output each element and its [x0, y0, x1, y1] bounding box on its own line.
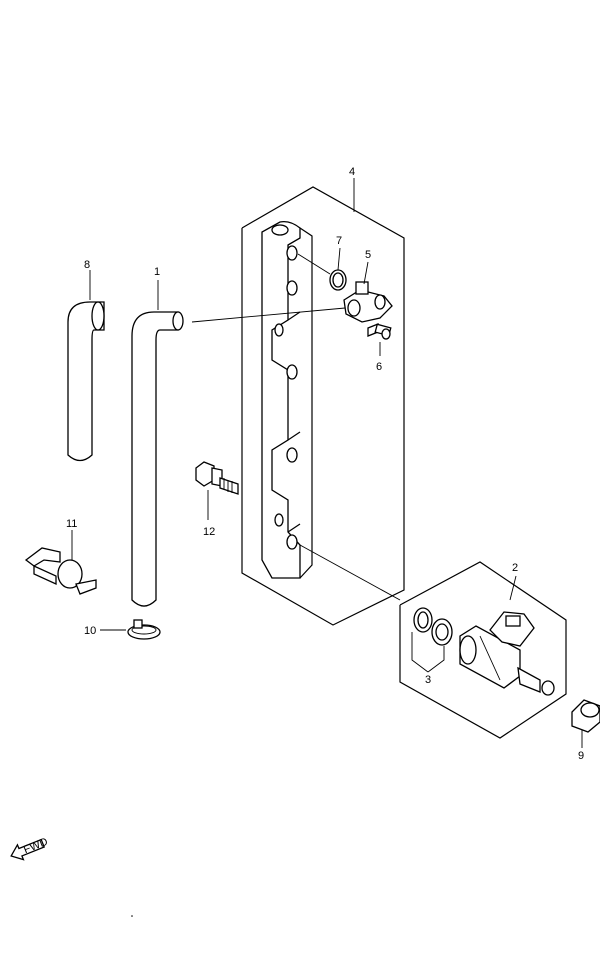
seal-3 — [411, 607, 453, 673]
hose-1 — [131, 280, 184, 607]
fuel-rail — [261, 220, 313, 579]
bolt-12 — [195, 461, 239, 520]
assembly-frame-4 — [241, 186, 405, 626]
fwd-arrow-icon: FWD — [10, 836, 50, 861]
clip-11 — [24, 530, 97, 595]
callout-10: 10 — [84, 625, 96, 637]
callout-12: 12 — [203, 526, 215, 538]
assembly-frame-2 — [399, 561, 567, 739]
callout-3: 3 — [425, 674, 431, 686]
callout-11: 11 — [66, 518, 77, 530]
callout-2: 2 — [512, 562, 518, 574]
stray-dot — [131, 915, 133, 917]
callout-7: 7 — [336, 235, 342, 247]
hose-8 — [67, 270, 105, 462]
callout-6: 6 — [376, 361, 382, 373]
clamp-10 — [100, 619, 161, 640]
fitting-5 — [343, 281, 393, 323]
callout-8: 8 — [84, 259, 90, 271]
fwd-label: FWD — [22, 836, 50, 857]
cap-9 — [571, 699, 600, 748]
callout-5: 5 — [365, 249, 371, 261]
callout-9: 9 — [578, 750, 584, 762]
callout-1: 1 — [154, 266, 160, 278]
fuel-injector — [459, 611, 555, 696]
callout-4: 4 — [349, 166, 355, 178]
bolt-6 — [367, 323, 392, 356]
